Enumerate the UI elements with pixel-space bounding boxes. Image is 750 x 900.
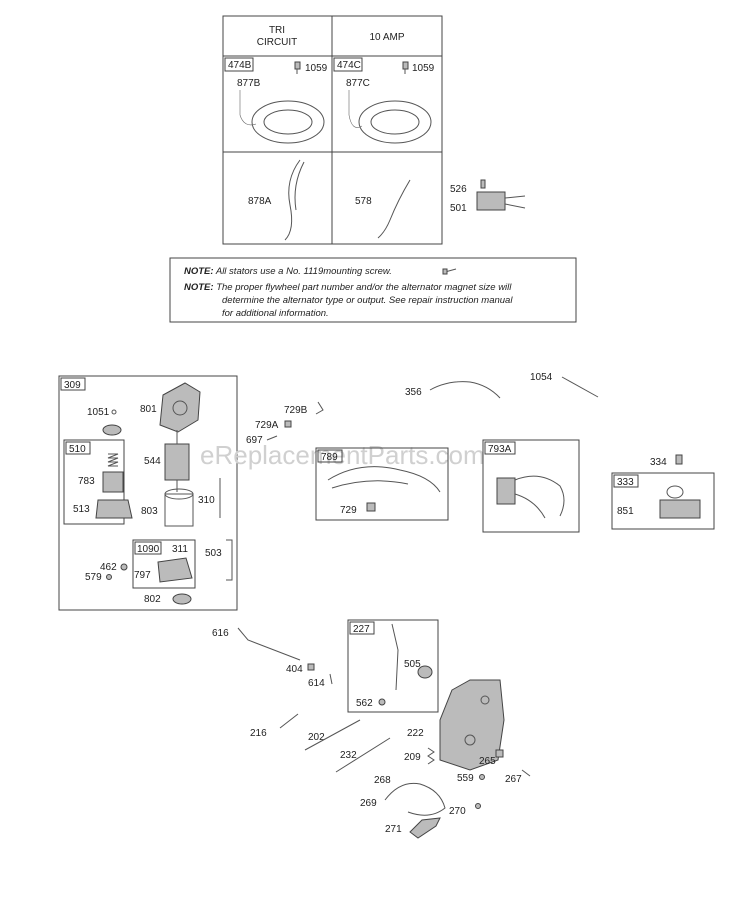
label-729b: 729B bbox=[284, 405, 308, 416]
label-797: 797 bbox=[134, 570, 151, 581]
label-1059-b: 1059 bbox=[412, 63, 435, 74]
link-616-icon bbox=[237, 627, 301, 661]
label-334: 334 bbox=[650, 457, 667, 468]
starter-end-cap-icon bbox=[159, 382, 201, 433]
label-269: 269 bbox=[360, 798, 377, 809]
label-614: 614 bbox=[308, 678, 325, 689]
label-1054: 1054 bbox=[530, 372, 553, 383]
note-box: NOTE: All stators use a No. 1119mounting… bbox=[169, 257, 577, 323]
ground-wire-icon bbox=[429, 381, 501, 399]
starter-assembly: 309 1051 801 510 783 513 544 803 3 bbox=[58, 375, 238, 611]
label-877c: 877C bbox=[346, 78, 370, 89]
label-474c: 474C bbox=[337, 60, 361, 71]
label-789: 789 bbox=[321, 452, 338, 463]
label-216: 216 bbox=[250, 728, 267, 739]
label-310: 310 bbox=[198, 495, 215, 506]
label-562: 562 bbox=[356, 698, 373, 709]
label-697: 697 bbox=[246, 435, 263, 446]
brush-holder-icon bbox=[157, 557, 193, 583]
screw-icon bbox=[294, 61, 409, 74]
label-579: 579 bbox=[85, 572, 102, 583]
label-333: 333 bbox=[617, 477, 634, 488]
regulator-icon bbox=[476, 179, 526, 211]
stator-table: TRI CIRCUIT 10 AMP 474B 474C 1059 1059 8… bbox=[222, 15, 443, 245]
harness-789-box: 789 729 bbox=[315, 447, 449, 521]
tri-circuit-header-line2: CIRCUIT bbox=[257, 37, 298, 48]
label-1059-a: 1059 bbox=[305, 63, 328, 74]
label-268: 268 bbox=[374, 775, 391, 786]
label-271: 271 bbox=[385, 824, 402, 835]
label-616: 616 bbox=[212, 628, 229, 639]
label-222: 222 bbox=[407, 728, 424, 739]
label-356: 356 bbox=[405, 387, 422, 398]
label-526: 526 bbox=[450, 184, 467, 195]
label-227: 227 bbox=[353, 624, 370, 635]
label-501: 501 bbox=[450, 203, 467, 214]
spring-269-icon bbox=[384, 782, 446, 816]
label-462: 462 bbox=[100, 562, 117, 573]
label-729: 729 bbox=[340, 505, 357, 516]
label-474b: 474B bbox=[228, 60, 252, 71]
label-209: 209 bbox=[404, 752, 421, 763]
label-559: 559 bbox=[457, 773, 474, 784]
label-232: 232 bbox=[340, 750, 357, 761]
label-309: 309 bbox=[64, 380, 81, 391]
mounting-screw-icon bbox=[442, 268, 457, 275]
label-202: 202 bbox=[308, 732, 325, 743]
control-bracket-icon bbox=[439, 679, 505, 771]
note-line-2: NOTE: The proper flywheel part number an… bbox=[184, 282, 512, 293]
armature-icon bbox=[164, 430, 190, 492]
label-265: 265 bbox=[479, 756, 496, 767]
ten-amp-header: 10 AMP bbox=[369, 32, 404, 43]
label-311: 311 bbox=[172, 544, 188, 555]
label-802: 802 bbox=[144, 594, 161, 605]
note-line-4: for additional information. bbox=[222, 308, 329, 319]
harness-793a-box: 793A bbox=[482, 439, 580, 533]
label-267: 267 bbox=[505, 774, 522, 785]
note-line-3: determine the alternator type or output.… bbox=[222, 295, 513, 306]
label-803: 803 bbox=[141, 506, 158, 517]
label-793a: 793A bbox=[488, 444, 512, 455]
label-877b: 877B bbox=[237, 78, 261, 89]
label-510: 510 bbox=[69, 444, 86, 455]
starter-housing-icon bbox=[164, 488, 194, 527]
connector-333-box: 333 851 bbox=[611, 472, 715, 530]
note-line-1: NOTE: All stators use a No. 1119mounting… bbox=[184, 266, 392, 277]
label-783: 783 bbox=[78, 476, 95, 487]
governor-227-box: 227 505 562 bbox=[347, 619, 439, 713]
label-1090: 1090 bbox=[137, 544, 160, 555]
label-878a: 878A bbox=[248, 196, 272, 207]
label-544: 544 bbox=[144, 456, 161, 467]
label-513: 513 bbox=[73, 504, 90, 515]
label-1051: 1051 bbox=[87, 407, 110, 418]
label-851: 851 bbox=[617, 506, 634, 517]
label-729a: 729A bbox=[255, 420, 279, 431]
label-505: 505 bbox=[404, 659, 421, 670]
label-578: 578 bbox=[355, 196, 372, 207]
label-801: 801 bbox=[140, 404, 157, 415]
wire-harness-icon bbox=[284, 159, 411, 241]
spring-gear-icon bbox=[95, 453, 133, 519]
tri-circuit-header: TRI bbox=[269, 25, 285, 36]
label-404: 404 bbox=[286, 664, 303, 675]
label-270: 270 bbox=[449, 806, 466, 817]
label-503: 503 bbox=[205, 548, 222, 559]
stator-icon bbox=[239, 90, 432, 144]
lever-271-icon bbox=[409, 817, 441, 839]
